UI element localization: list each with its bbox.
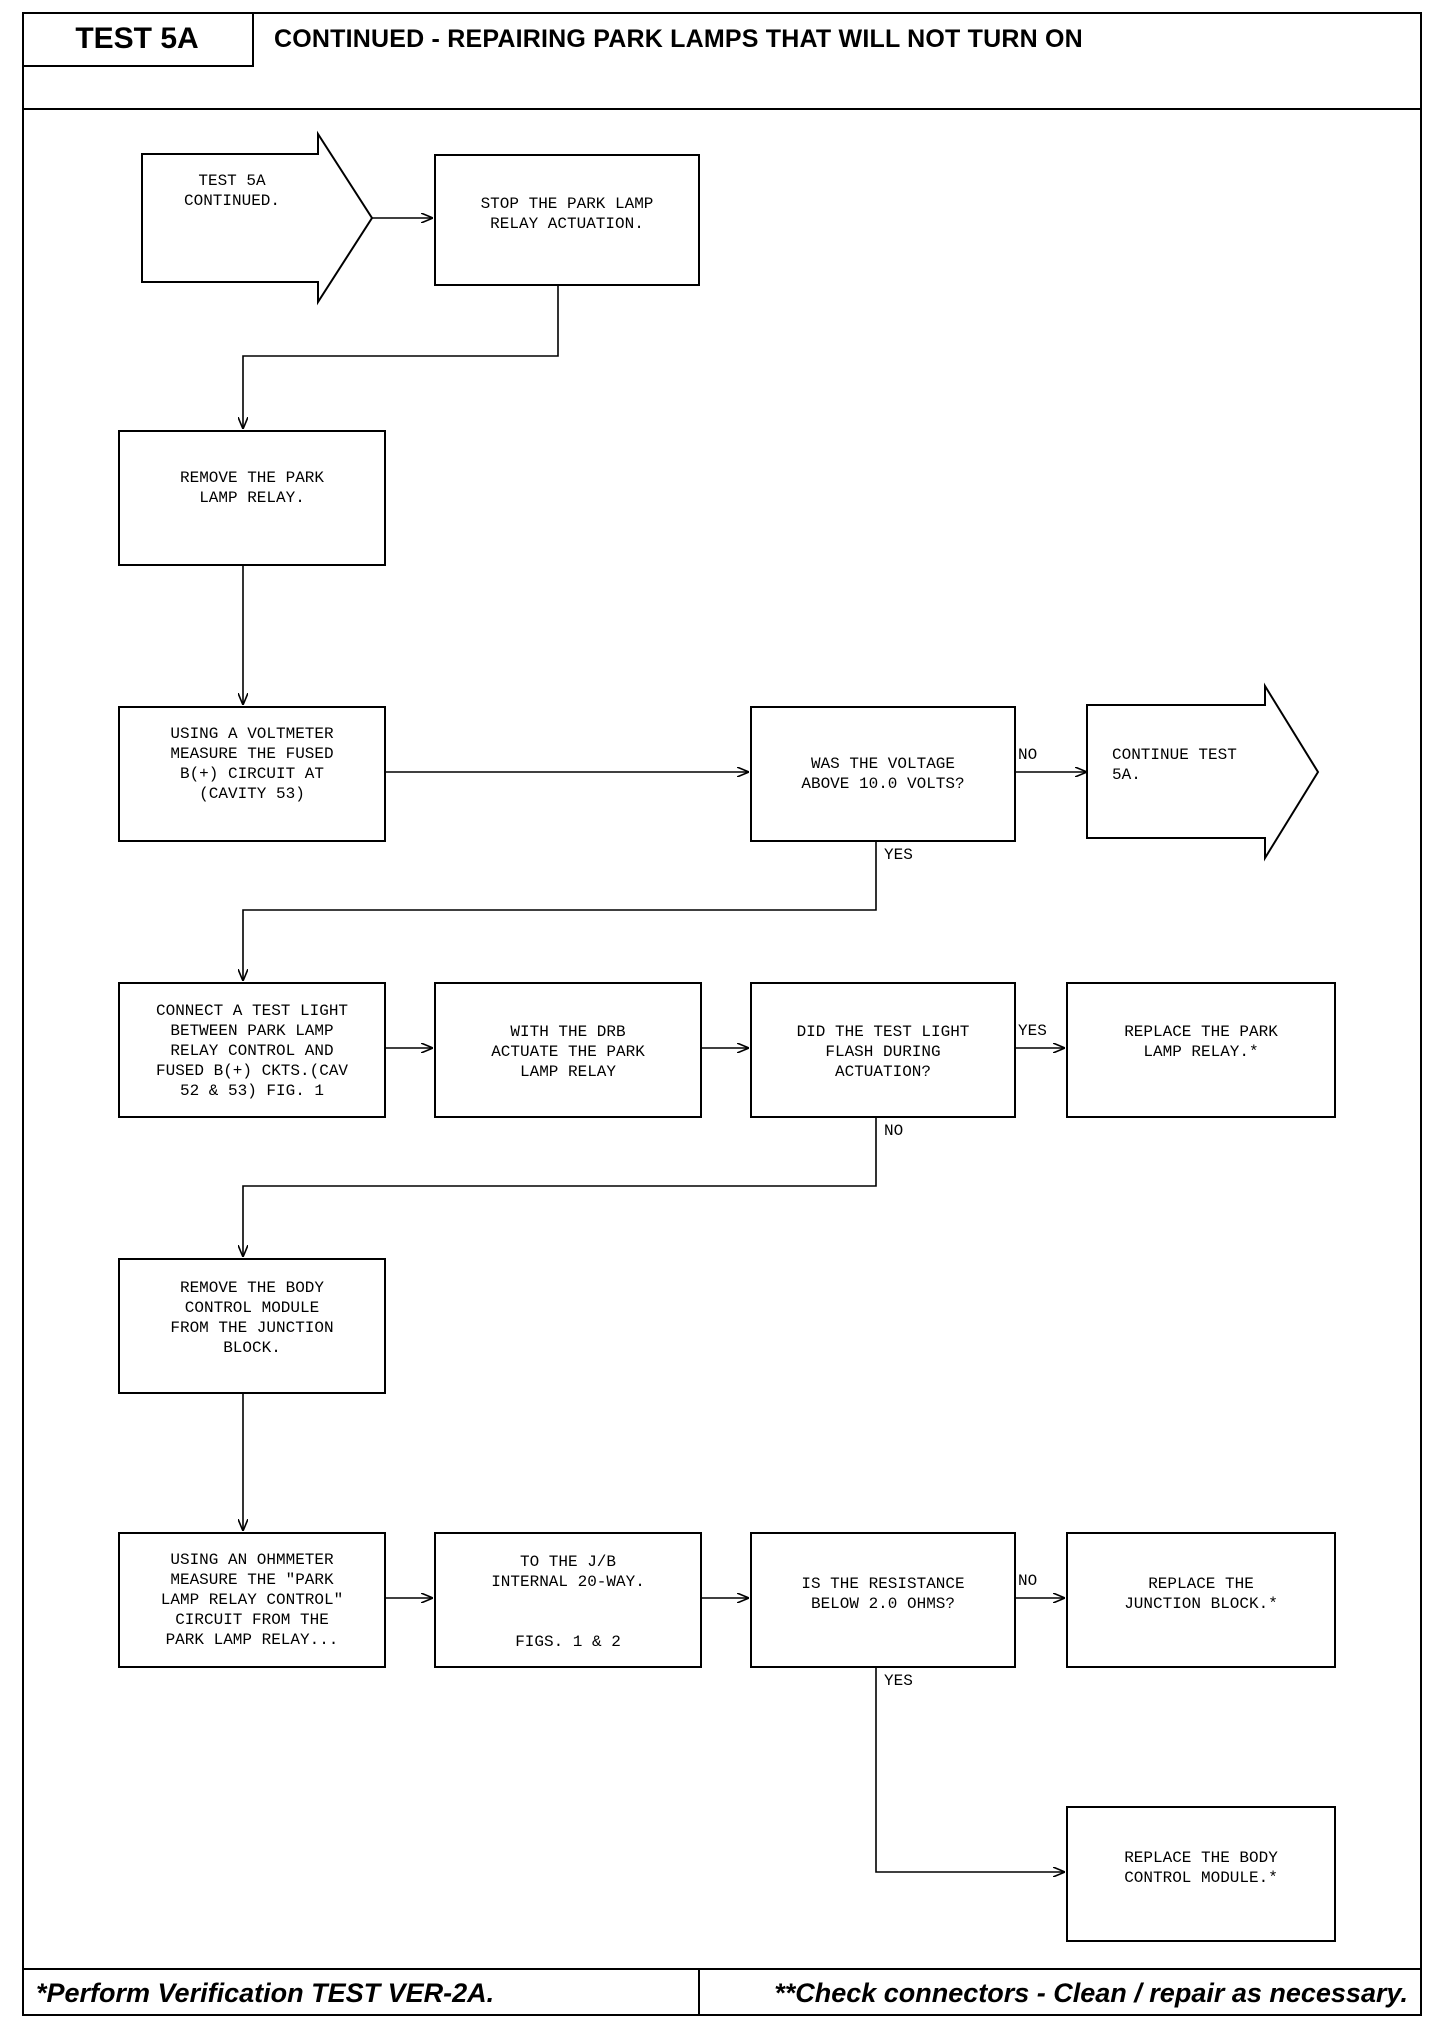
no-label-flash: NO: [884, 1122, 904, 1140]
replace-relay-box: REPLACE THE PARK LAMP RELAY.*: [1066, 982, 1336, 1118]
start-arrow-text: TEST 5A CONTINUED.: [183, 172, 280, 210]
replace-jb-box: REPLACE THE JUNCTION BLOCK.*: [1066, 1532, 1336, 1668]
jb-internal-box: TO THE J/B INTERNAL 20-WAY. FIGS. 1 & 2: [434, 1532, 702, 1668]
test-id: TEST 5A: [22, 12, 254, 67]
footer: *Perform Verification TEST VER-2A. **Che…: [22, 1968, 1422, 2016]
remove-relay-box: REMOVE THE PARK LAMP RELAY.: [118, 430, 386, 566]
yes-label-resistance: YES: [884, 1672, 913, 1690]
connector-no-to-remove-bcm: [243, 1116, 877, 1256]
footer-verification-note: *Perform Verification TEST VER-2A.: [36, 1977, 495, 2008]
connector-yes-to-testlight: [243, 840, 877, 980]
drb-actuate-box: WITH THE DRB ACTUATE THE PARK LAMP RELAY: [434, 982, 702, 1118]
yes-label-flash: YES: [1018, 1022, 1047, 1040]
no-label-voltage: NO: [1018, 746, 1038, 764]
test-light-box: CONNECT A TEST LIGHT BETWEEN PARK LAMP R…: [118, 982, 386, 1118]
footer-connectors-note: **Check connectors - Clean / repair as n…: [698, 1970, 1420, 2016]
connector-yes-to-replace-bcm: [875, 1666, 1064, 1872]
no-label-resistance: NO: [1018, 1572, 1038, 1590]
yes-label-voltage: YES: [884, 846, 913, 864]
continue-block-arrow: [1086, 682, 1320, 862]
start-block-arrow: [141, 130, 374, 306]
continue-arrow-text: CONTINUE TEST 5A.: [1112, 746, 1237, 784]
header: TEST 5A CONTINUED - REPAIRING PARK LAMPS…: [22, 12, 1422, 110]
resistance-question-box: IS THE RESISTANCE BELOW 2.0 OHMS?: [750, 1532, 1016, 1668]
remove-bcm-box: REMOVE THE BODY CONTROL MODULE FROM THE …: [118, 1258, 386, 1394]
page-title: CONTINUED - REPAIRING PARK LAMPS THAT WI…: [274, 25, 1083, 53]
replace-bcm-box: REPLACE THE BODY CONTROL MODULE.*: [1066, 1806, 1336, 1942]
page-frame: [22, 12, 1422, 2016]
voltmeter-box: USING A VOLTMETER MEASURE THE FUSED B(+)…: [118, 706, 386, 842]
connector-stop-to-remove: [243, 284, 559, 428]
ohmmeter-box: USING AN OHMMETER MEASURE THE "PARK LAMP…: [118, 1532, 386, 1668]
flash-question-box: DID THE TEST LIGHT FLASH DURING ACTUATIO…: [750, 982, 1016, 1118]
voltage-question-box: WAS THE VOLTAGE ABOVE 10.0 VOLTS?: [750, 706, 1016, 842]
stop-actuation-box: STOP THE PARK LAMP RELAY ACTUATION.: [434, 154, 700, 286]
